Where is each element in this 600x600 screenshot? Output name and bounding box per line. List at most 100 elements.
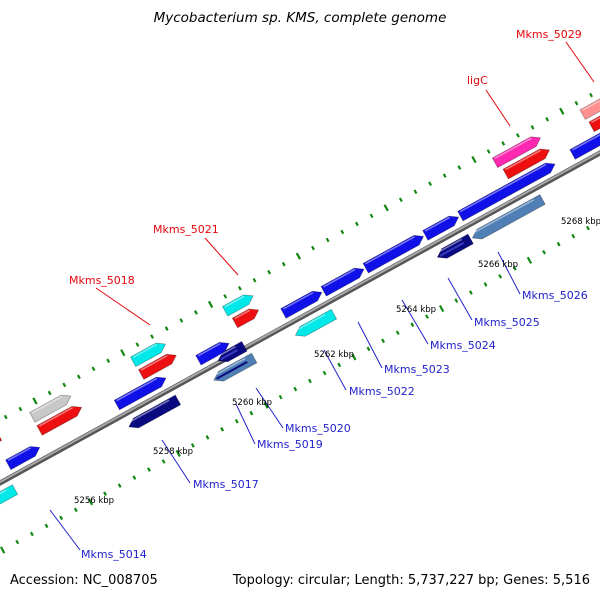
gene-label-mkms-5021[interactable]: Mkms_5021 bbox=[153, 223, 219, 236]
ring-outer-dot bbox=[76, 374, 81, 380]
leader-ligc bbox=[485, 89, 511, 127]
ring-outer-dot bbox=[223, 294, 228, 299]
gene-ligc-b-body bbox=[502, 148, 551, 180]
gene-mkms-5029b bbox=[588, 115, 600, 133]
ring-outer-dot bbox=[32, 397, 38, 405]
gene-mkms-5022-shine bbox=[282, 291, 314, 310]
gene-mkms-5016-body bbox=[36, 405, 83, 436]
ring-inner-dot bbox=[278, 394, 283, 400]
ring-outer-dot bbox=[237, 286, 242, 291]
gene-mkms-5020 bbox=[213, 352, 258, 382]
ring-outer-dot bbox=[3, 414, 8, 420]
gene-mkms-5028-shine bbox=[571, 133, 600, 151]
gene-cyan-left-body bbox=[0, 484, 19, 505]
ring-inner-dot bbox=[483, 282, 488, 287]
ring-outer-dot bbox=[18, 406, 23, 412]
gene-label-mkms-5023[interactable]: Mkms_5023 bbox=[384, 363, 450, 376]
gene-ligc bbox=[491, 136, 542, 169]
gene-label-mkms-5018[interactable]: Mkms_5018 bbox=[69, 274, 135, 287]
gene-mkms-5029b-body bbox=[588, 115, 600, 133]
gene-mkms-5021-body bbox=[221, 294, 254, 317]
ring-outer-dot bbox=[589, 92, 593, 98]
backbone-highlight bbox=[0, 150, 600, 484]
gene-mkms-5026-body bbox=[457, 162, 556, 222]
ring-outer-dot bbox=[369, 213, 374, 219]
gene-label-mkms-5022[interactable]: Mkms_5022 bbox=[349, 385, 415, 398]
ring-inner-dot bbox=[468, 290, 473, 295]
ring-outer-dot bbox=[311, 245, 315, 251]
ring-inner-dot bbox=[205, 435, 210, 440]
ring-inner-dot bbox=[498, 274, 503, 279]
gene-mkms-5018b-body bbox=[138, 353, 177, 380]
gene-mkms-5023-body bbox=[320, 267, 365, 297]
ring-outer-dot bbox=[194, 310, 198, 315]
gene-red-left-body bbox=[0, 436, 3, 442]
gene-mkms-5021b-shine bbox=[234, 309, 251, 320]
gene-label-mkms-5019[interactable]: Mkms_5019 bbox=[257, 438, 323, 451]
ring-inner-dot bbox=[293, 386, 298, 392]
gene-label-ligc[interactable]: ligC bbox=[467, 74, 488, 87]
gene-ligc-b-shine bbox=[505, 149, 541, 171]
gene-features bbox=[0, 98, 600, 505]
gene-label-mkms-5025[interactable]: Mkms_5025 bbox=[474, 316, 540, 329]
ring-outer-dot bbox=[428, 181, 433, 186]
leader-mkms-5018 bbox=[95, 287, 151, 326]
gene-grey-body bbox=[29, 394, 72, 423]
gene-mkms-5026b-shine bbox=[471, 199, 534, 235]
gene-mkms-5016-shine bbox=[39, 406, 74, 427]
dotted-track-rings bbox=[0, 92, 593, 554]
tick-label: 5262 kbp bbox=[314, 350, 354, 360]
gene-mkms-5024-body bbox=[362, 235, 425, 274]
ring-outer-dot bbox=[62, 382, 67, 388]
gene-label-mkms-5014[interactable]: Mkms_5014 bbox=[81, 548, 147, 561]
gene-mkms-5019-shine bbox=[197, 343, 221, 357]
gene-mkms-5022 bbox=[280, 290, 323, 319]
gene-mkms-5026 bbox=[457, 162, 556, 222]
gene-grey bbox=[29, 394, 72, 423]
gene-mkms-5020c-shine bbox=[217, 346, 236, 357]
gene-labels-top: Mkms_5018 Mkms_5021 ligC Mkms_5029 bbox=[69, 28, 582, 287]
leader-mkms-5023 bbox=[357, 321, 383, 369]
ring-outer-dot bbox=[252, 277, 257, 283]
gene-label-mkms-5029[interactable]: Mkms_5029 bbox=[516, 28, 582, 41]
ring-outer-dot bbox=[486, 149, 491, 154]
gene-mkms-5026-shine bbox=[459, 163, 547, 213]
ring-inner-dot bbox=[147, 467, 151, 472]
ring-inner-dot bbox=[263, 401, 269, 409]
gene-mkms-5025-shine bbox=[424, 216, 451, 232]
gene-ligc-shine bbox=[494, 137, 532, 160]
gene-label-mkms-5024[interactable]: Mkms_5024 bbox=[430, 339, 496, 352]
gene-label-mkms-5026[interactable]: Mkms_5026 bbox=[522, 289, 588, 302]
gene-mkms-5018b-shine bbox=[140, 354, 168, 371]
gene-label-mkms-5017[interactable]: Mkms_5017 bbox=[193, 478, 259, 491]
ring-inner-dot bbox=[351, 353, 357, 361]
ring-outer-dot bbox=[515, 133, 520, 138]
gene-mkms-5021 bbox=[221, 294, 254, 317]
ring-outer-dot bbox=[354, 221, 359, 227]
gene-mkms-5022b-body bbox=[294, 308, 338, 337]
ring-inner-dot bbox=[438, 304, 445, 313]
ring-inner-dot bbox=[0, 546, 6, 554]
gene-mkms-5017-shine bbox=[116, 377, 158, 402]
gene-label-mkms-5020[interactable]: Mkms_5020 bbox=[285, 422, 351, 435]
accession-text: Accession: NC_008705 bbox=[10, 573, 158, 588]
leader-mkms-5021 bbox=[204, 237, 239, 276]
ring-outer-dot bbox=[106, 358, 111, 364]
ring-inner-dot bbox=[44, 523, 49, 529]
ring-inner-dot bbox=[59, 515, 64, 521]
gene-mkms-5026b-body bbox=[471, 194, 546, 240]
ring-outer-dot bbox=[457, 165, 462, 170]
leader-mkms-5025 bbox=[447, 277, 473, 321]
gene-mkms-5017b-body bbox=[128, 394, 182, 429]
gene-mkms-5025b-shine bbox=[436, 238, 463, 254]
gene-mkms-5021b bbox=[231, 308, 260, 329]
ring-outer-dot bbox=[413, 189, 418, 195]
gene-mkms-5024 bbox=[362, 235, 425, 274]
gene-mkms-5024-shine bbox=[365, 236, 415, 265]
ring-inner-dot bbox=[381, 338, 386, 344]
ring-inner-dot bbox=[395, 330, 400, 336]
ring-inner-dot bbox=[29, 531, 34, 537]
ring-outer-dot bbox=[442, 173, 447, 178]
ring-outer-dot bbox=[164, 326, 169, 331]
gene-mkms-5021-shine bbox=[224, 295, 245, 308]
